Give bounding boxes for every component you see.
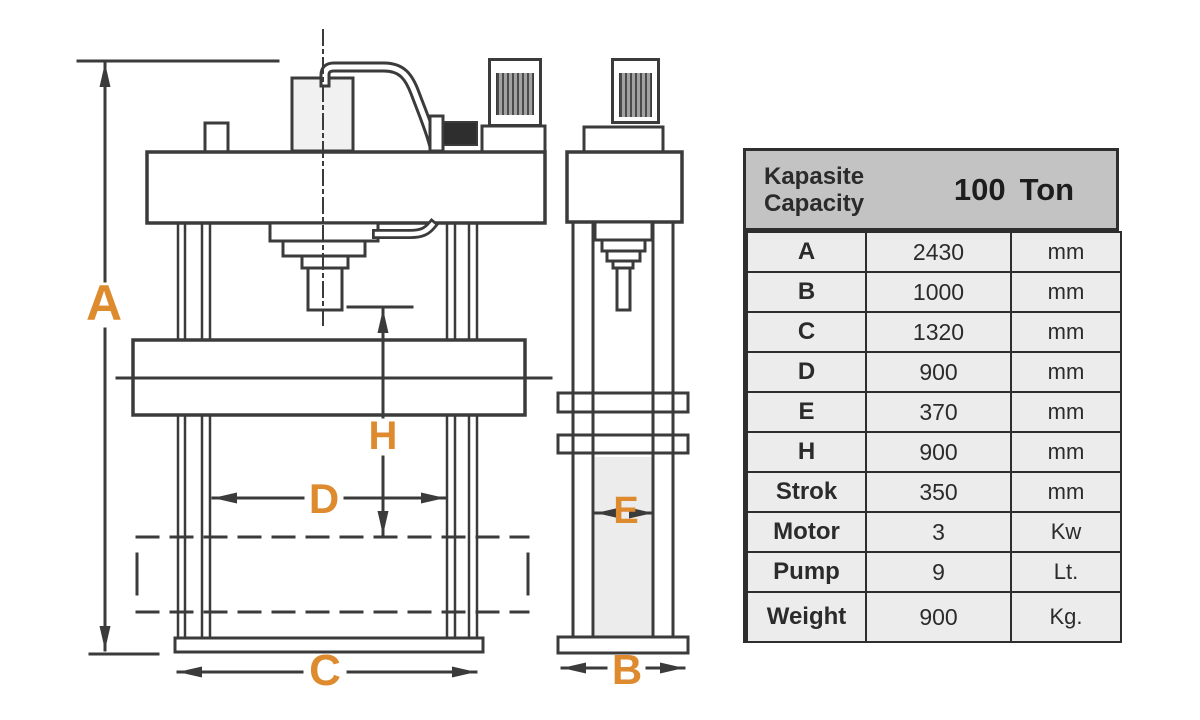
row-param: Motor — [746, 511, 867, 553]
hose-fitting — [428, 114, 445, 153]
row-unit: mm — [1010, 271, 1122, 313]
table-row: H 900 mm — [746, 431, 1122, 473]
front-motor-base — [480, 124, 547, 154]
front-head-plate — [145, 150, 547, 225]
row-param: Pump — [746, 551, 867, 593]
table-row: Motor 3 Kw — [746, 511, 1122, 553]
dim-label-b: B — [611, 646, 643, 693]
side-inner-column-shading — [595, 457, 652, 637]
row-param: Strok — [746, 471, 867, 513]
row-value: 2430 — [865, 231, 1012, 273]
table-row: A 2430 mm — [746, 231, 1122, 273]
row-value: 1320 — [865, 311, 1012, 353]
side-view-drawing — [556, 125, 690, 674]
side-base-plate — [556, 635, 690, 655]
table-lower-position-dashed — [135, 535, 530, 614]
hydraulic-hose-ram — [372, 217, 440, 239]
row-unit: mm — [1010, 311, 1122, 353]
hydraulic-hose-top — [319, 61, 440, 150]
row-value: 900 — [865, 591, 1012, 643]
row-param: C — [746, 311, 867, 353]
table-row: B 1000 mm — [746, 271, 1122, 313]
row-value: 9 — [865, 551, 1012, 593]
row-param: H — [746, 431, 867, 473]
table-row: Strok 350 mm — [746, 471, 1122, 513]
side-head-plate — [565, 150, 684, 224]
specification-table: Kapasite Capacity 100 Ton A 2430 mm B 100… — [743, 148, 1122, 643]
side-table-bar-upper — [556, 391, 690, 414]
side-motor-fins — [619, 73, 652, 117]
row-param: B — [746, 271, 867, 313]
row-param: A — [746, 231, 867, 273]
row-unit: Lt. — [1010, 551, 1122, 593]
row-unit: Kg. — [1010, 591, 1122, 643]
dim-label-e: E — [613, 490, 639, 532]
capacity-title-line1: Kapasite — [764, 162, 865, 190]
front-columns — [176, 221, 479, 640]
side-columns — [571, 220, 675, 639]
valve-block — [442, 121, 478, 146]
row-value: 370 — [865, 391, 1012, 433]
capacity-header: Kapasite Capacity 100 Ton — [746, 151, 1116, 231]
table-row: C 1320 mm — [746, 311, 1122, 353]
spec-rows-table: A 2430 mm B 1000 mm C 1320 mm D 900 — [746, 231, 1122, 643]
side-motor-base — [582, 125, 665, 154]
row-unit: mm — [1010, 471, 1122, 513]
row-unit: mm — [1010, 351, 1122, 393]
front-base-plate — [173, 636, 485, 654]
table-row: E 370 mm — [746, 391, 1122, 433]
dim-label-c: C — [309, 646, 341, 695]
row-value: 1000 — [865, 271, 1012, 313]
row-value: 900 — [865, 351, 1012, 393]
top-stop-block — [203, 121, 230, 154]
table-row: D 900 mm — [746, 351, 1122, 393]
capacity-number: 100 — [953, 171, 1006, 207]
side-motor — [611, 58, 660, 124]
side-ram-assembly — [593, 220, 654, 312]
row-value: 3 — [865, 511, 1012, 553]
table-row: Weight 900 Kg. — [746, 591, 1122, 643]
capacity-title: Kapasite Capacity — [746, 163, 864, 217]
dim-label-h: H — [368, 414, 398, 458]
side-table-bar-lower — [556, 433, 690, 455]
front-view-drawing — [76, 29, 553, 678]
row-unit: Kw — [1010, 511, 1122, 553]
table-row: Pump 9 Lt. — [746, 551, 1122, 593]
dim-label-d: D — [308, 475, 340, 522]
row-unit: mm — [1010, 431, 1122, 473]
capacity-unit: Ton — [1019, 171, 1075, 207]
row-unit: mm — [1010, 231, 1122, 273]
capacity-title-line2: Capacity — [764, 189, 865, 217]
row-param: E — [746, 391, 867, 433]
row-unit: mm — [1010, 391, 1122, 433]
row-value: 900 — [865, 431, 1012, 473]
front-motor — [488, 58, 542, 127]
row-param: Weight — [746, 591, 867, 643]
capacity-value: 100 Ton — [914, 172, 1114, 208]
dim-label-a: A — [85, 275, 123, 331]
row-param: D — [746, 351, 867, 393]
row-value: 350 — [865, 471, 1012, 513]
front-motor-fins — [496, 73, 534, 115]
